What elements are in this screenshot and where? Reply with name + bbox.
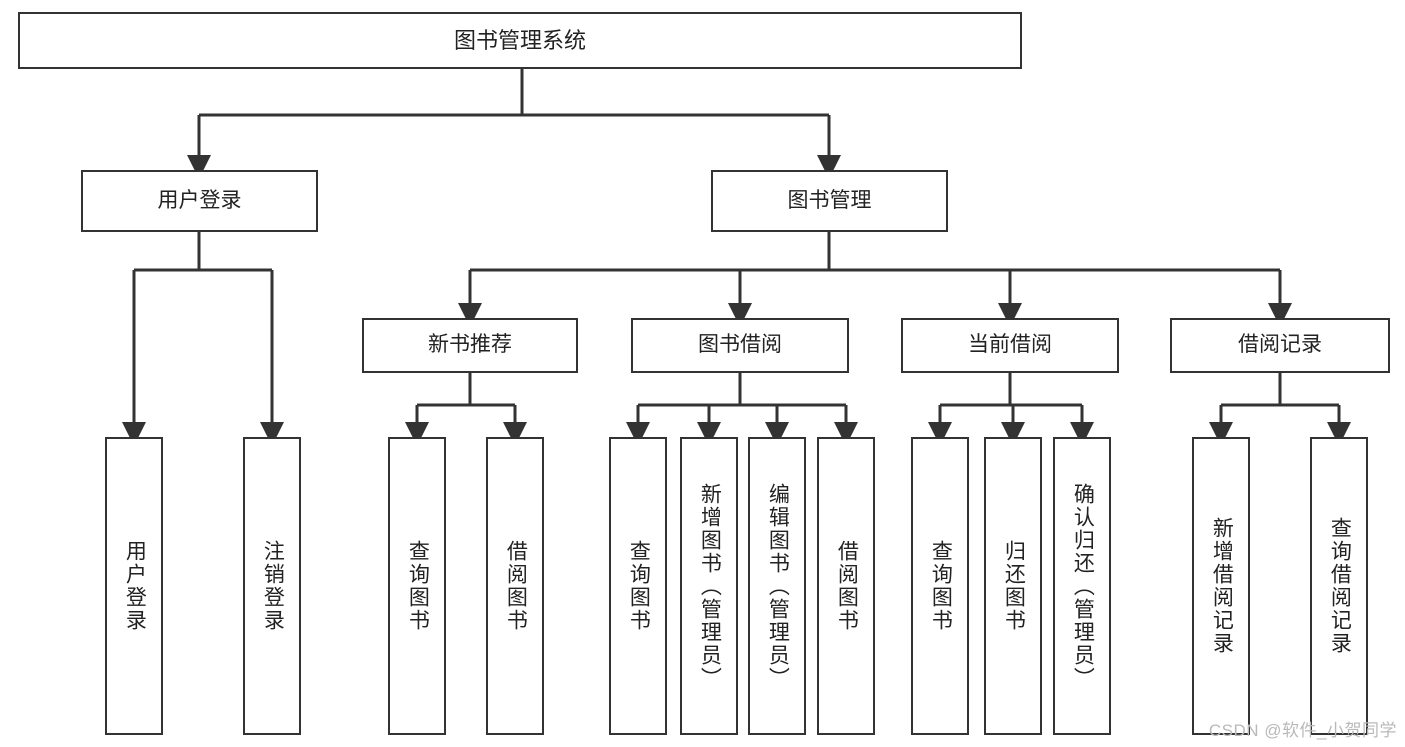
node-label: 当前借阅 (968, 333, 1052, 357)
node-leaf-2[interactable]: 查询图书 (388, 437, 446, 735)
node-leaf-9[interactable]: 归还图书 (984, 437, 1042, 735)
node-leaf-4[interactable]: 查询图书 (609, 437, 667, 735)
node-label: 查询图书 (929, 540, 953, 632)
node-label: 借阅图书 (835, 540, 859, 632)
node-leaf-12[interactable]: 查询借阅记录 (1310, 437, 1368, 735)
node-level3-1[interactable]: 图书借阅 (631, 318, 849, 373)
node-leaf-11[interactable]: 新增借阅记录 (1192, 437, 1250, 735)
node-label: 新增图书（管理员） (698, 482, 722, 690)
node-label: 编辑图书（管理员） (766, 482, 790, 690)
node-label: 用户登录 (123, 540, 147, 632)
node-leaf-10[interactable]: 确认归还（管理员） (1053, 437, 1111, 735)
node-leaf-5[interactable]: 新增图书（管理员） (680, 437, 738, 735)
node-label: 注销登录 (261, 540, 285, 632)
node-level3-0[interactable]: 新书推荐 (362, 318, 578, 373)
node-label: 新书推荐 (428, 333, 512, 357)
node-leaf-0[interactable]: 用户登录 (105, 437, 163, 735)
watermark: CSDN @软件_小贺同学 (1208, 721, 1397, 740)
node-root[interactable]: 图书管理系统 (18, 12, 1022, 69)
node-level2-0[interactable]: 用户登录 (81, 170, 318, 232)
node-label: 查询图书 (627, 540, 651, 632)
node-label: 图书借阅 (698, 333, 782, 357)
node-leaf-8[interactable]: 查询图书 (911, 437, 969, 735)
node-level2-1[interactable]: 图书管理 (711, 170, 948, 232)
node-level3-3[interactable]: 借阅记录 (1170, 318, 1390, 373)
node-leaf-1[interactable]: 注销登录 (243, 437, 301, 735)
node-leaf-3[interactable]: 借阅图书 (486, 437, 544, 735)
node-leaf-7[interactable]: 借阅图书 (817, 437, 875, 735)
node-label: 查询图书 (406, 540, 430, 632)
node-label: 图书管理 (787, 188, 872, 212)
node-level3-2[interactable]: 当前借阅 (901, 318, 1119, 373)
node-label: 用户登录 (157, 188, 242, 212)
node-label: 查询借阅记录 (1328, 517, 1352, 655)
node-leaf-6[interactable]: 编辑图书（管理员） (748, 437, 806, 735)
node-label: 借阅记录 (1238, 333, 1322, 357)
node-label: 确认归还（管理员） (1071, 482, 1095, 690)
node-label: 新增借阅记录 (1210, 517, 1234, 655)
node-label: 图书管理系统 (453, 27, 586, 53)
node-label: 借阅图书 (504, 540, 528, 632)
node-label: 归还图书 (1002, 540, 1026, 632)
